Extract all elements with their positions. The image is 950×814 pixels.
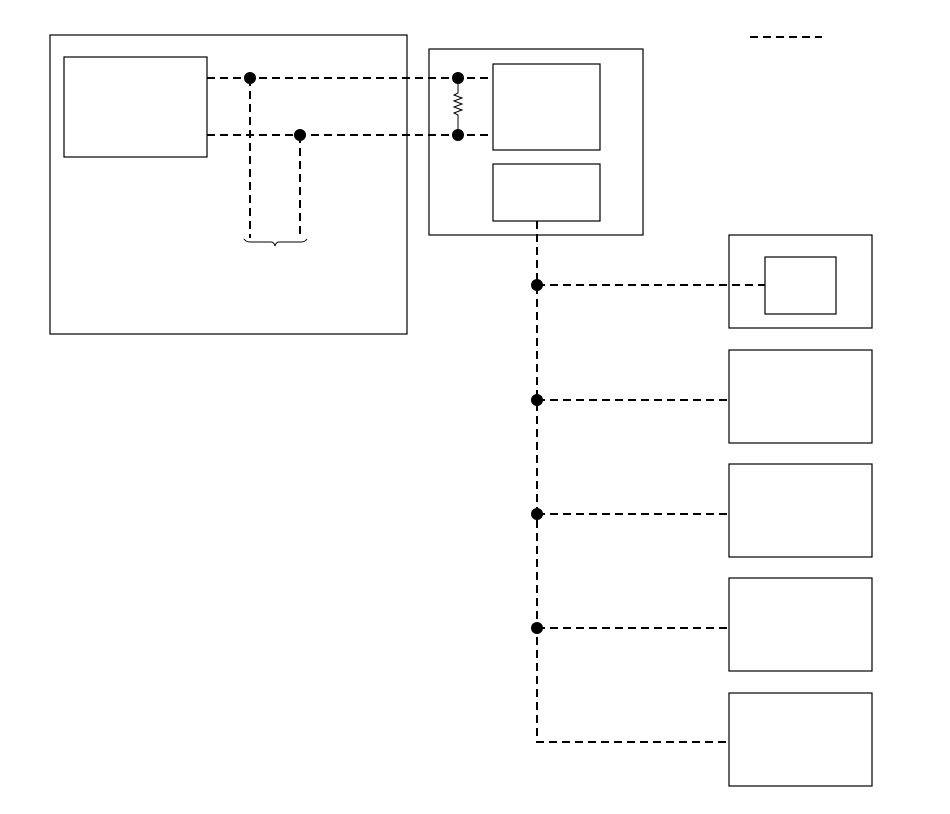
junction-nodes-group [244,72,543,634]
junction-node-5 [531,279,543,291]
right-unit-1-block [728,234,873,329]
resistor-icon [452,78,464,135]
junction-node-1 [244,72,256,84]
outer-left-unit-block [49,34,408,335]
connections-group [207,36,822,743]
right-unit-4-block [728,577,873,672]
left-inner-module-block [63,56,208,158]
right-unit-5-block [728,692,873,787]
right-unit-2-block [728,349,873,444]
junction-node-8 [531,622,543,634]
center-upper-module-block [492,63,601,151]
junction-node-6 [531,394,543,406]
junction-node-7 [531,508,543,520]
junction-node-2 [294,129,306,141]
right-unit-1-inner-block [764,256,837,315]
bus-trunk-line [536,221,729,743]
brace-icon [243,238,308,247]
center-lower-module-block [492,163,601,222]
blocks-group [49,34,873,787]
components-group [243,78,464,247]
right-unit-3-block [728,463,873,558]
